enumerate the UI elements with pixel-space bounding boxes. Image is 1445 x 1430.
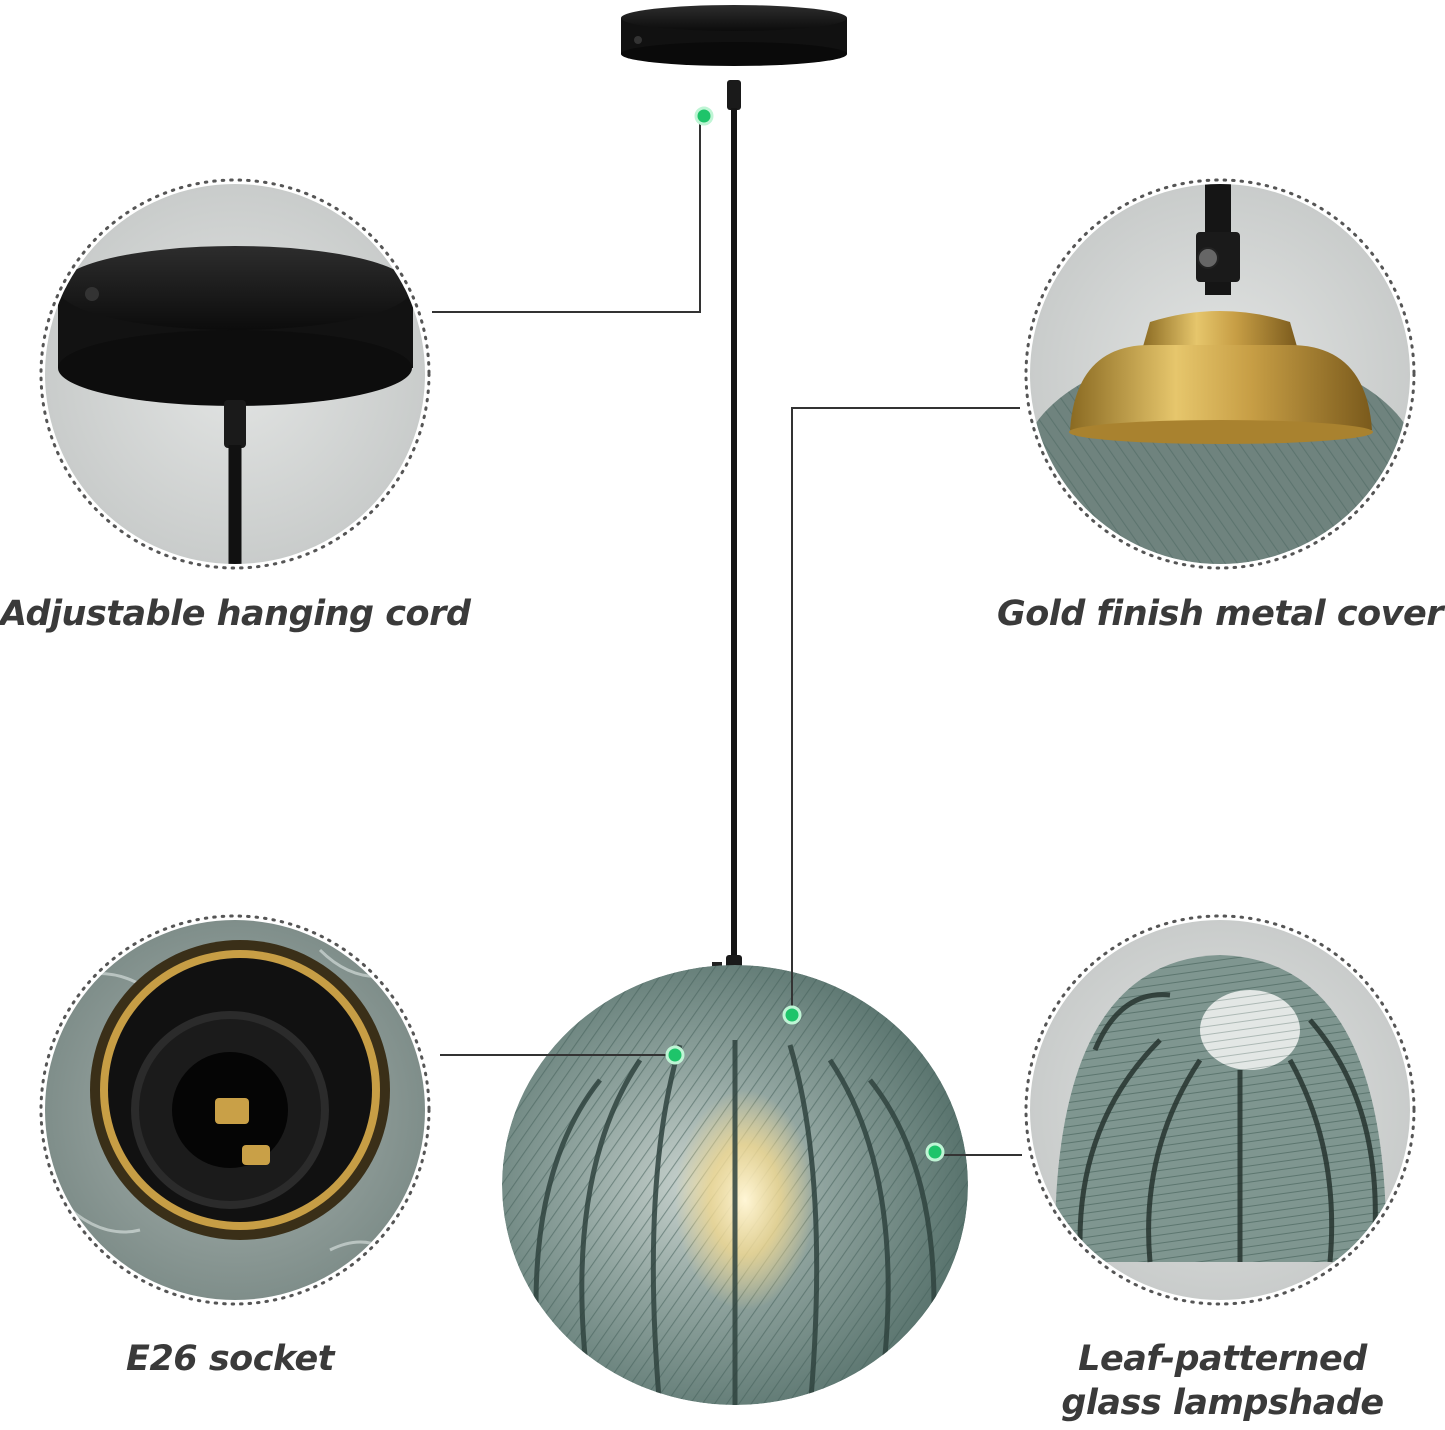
label-adjustable-hanging-cord: Adjustable hanging cord xyxy=(0,594,471,634)
pendant-lamp-image xyxy=(502,5,968,1405)
socket-image xyxy=(39,914,431,1306)
glass-shade-image xyxy=(1024,914,1416,1306)
ceiling-canopy xyxy=(621,5,847,110)
label-e26-socket: E26 socket xyxy=(126,1339,334,1379)
gold-cover-image xyxy=(1024,178,1416,570)
callout-lines xyxy=(432,116,1022,1156)
glass-shade xyxy=(502,965,968,1405)
label-leaf-patterned: Leaf-patterned xyxy=(1078,1339,1367,1379)
marker-dots xyxy=(665,106,945,1162)
label-gold-finish-metal-cover: Gold finish metal cover xyxy=(997,594,1443,634)
ceiling-canopy-image xyxy=(39,178,431,570)
label-glass-lampshade: glass lampshade xyxy=(1061,1383,1384,1423)
